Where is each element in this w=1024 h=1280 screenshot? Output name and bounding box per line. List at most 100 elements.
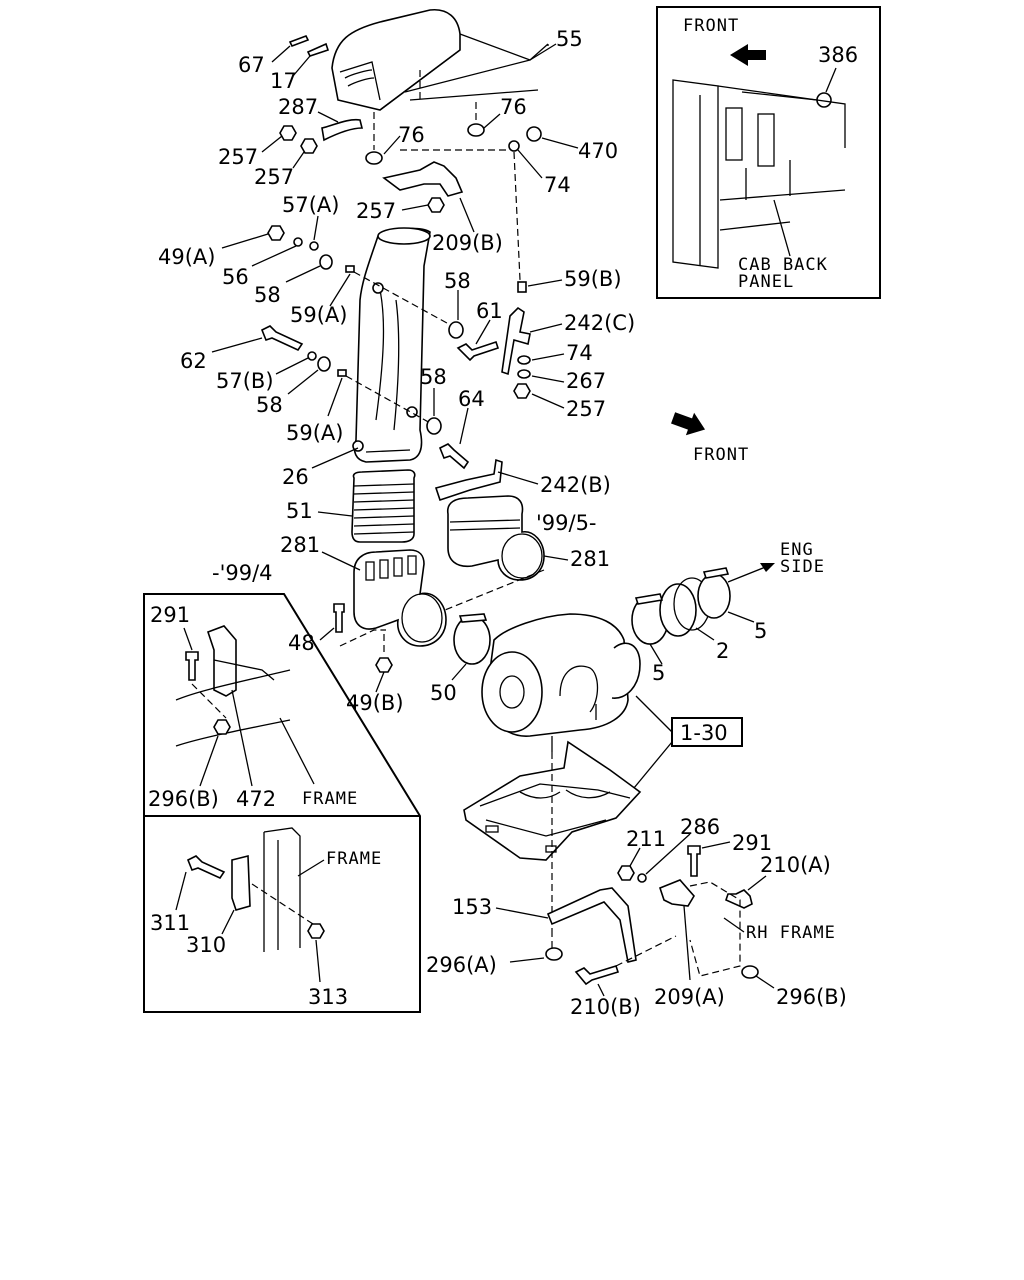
- collar-59b: [517, 281, 527, 293]
- bellows-51: [351, 469, 416, 543]
- callout-57b: 57(B): [216, 369, 274, 393]
- front-arrow-icon: [730, 44, 766, 66]
- nut-211: [617, 865, 635, 881]
- nut-313: [307, 923, 325, 939]
- panel-label: PANEL: [738, 272, 794, 292]
- callout-55: 55: [556, 27, 583, 51]
- inset-callout-313: 313: [308, 985, 348, 1009]
- callout-211: 211: [626, 827, 666, 851]
- hose-2: [659, 583, 697, 637]
- callout-209b: 209(B): [432, 231, 503, 255]
- bolt-61: [456, 340, 500, 362]
- date-new: '99/5-: [536, 511, 597, 535]
- callout-257-d: 257: [566, 397, 606, 421]
- eng-side-indicator: ENG SIDE: [727, 540, 825, 583]
- bushing-58-c: [448, 321, 464, 339]
- inset-callout-296b: 296(B): [148, 787, 219, 811]
- bolt-64: [438, 443, 470, 470]
- grommet-76-a: [365, 151, 383, 165]
- callout-58-d: 58: [420, 365, 447, 389]
- bracket-242c: [501, 306, 531, 376]
- washer-57a: [309, 241, 319, 251]
- callout-257-c: 257: [356, 199, 396, 223]
- bushing-58-d: [426, 417, 442, 435]
- clamp-5-b: [697, 573, 731, 619]
- nut-257-b: [300, 138, 318, 154]
- nut-257-d: [513, 383, 531, 399]
- bolt-210a: [725, 889, 753, 909]
- inset-callout-472: 472: [236, 787, 276, 811]
- callout-74-a: 74: [544, 173, 571, 197]
- front-label-main: FRONT: [693, 445, 749, 465]
- bolt-291-b: [687, 845, 701, 877]
- clamp-50: [453, 615, 491, 665]
- callout-287: 287: [278, 95, 318, 119]
- callout-209a: 209(A): [654, 985, 725, 1009]
- bracket-inset: [206, 625, 237, 697]
- callout-57a: 57(A): [282, 193, 339, 217]
- callout-51: 51: [286, 499, 313, 523]
- grommet-296a: [545, 947, 563, 961]
- bolt-291-inset: [185, 651, 199, 681]
- inset-callout-311: 311: [150, 911, 190, 935]
- callout-49a: 49(A): [158, 245, 215, 269]
- callout-50: 50: [430, 681, 457, 705]
- callout-210b: 210(B): [570, 995, 641, 1019]
- inset-old-bracket: 291 296(B) 472 FRAME: [143, 593, 421, 1013]
- inset-frame-label-top: FRAME: [302, 789, 358, 809]
- grommet-296b-right: [741, 965, 759, 979]
- callout-74-b: 74: [566, 341, 593, 365]
- bolt-48: [333, 603, 345, 633]
- callout-386: 386: [818, 43, 858, 67]
- nut-296b-inset: [213, 719, 231, 735]
- front-label-inset: FRONT: [683, 16, 739, 36]
- side-label: SIDE: [780, 557, 825, 577]
- lockwasher-267: [517, 369, 531, 379]
- nut-49a: [267, 225, 285, 241]
- callout-26: 26: [282, 465, 309, 489]
- eng-side-arrow-icon: [760, 563, 775, 572]
- rh-frame-label: RH FRAME: [746, 923, 836, 943]
- plate-310: [231, 854, 251, 911]
- washer-57b: [307, 351, 317, 361]
- inset-cab-back-panel: FRONT 386 CAB BACK PANEL: [656, 6, 881, 299]
- bolt-62: [260, 325, 304, 352]
- part-17: [306, 42, 330, 57]
- knob-470: [526, 126, 542, 142]
- callout-48: 48: [288, 631, 315, 655]
- elbow-281-old: [353, 549, 447, 647]
- inset-callout-291: 291: [150, 603, 190, 627]
- callout-5-b: 5: [754, 619, 767, 643]
- washer-74-a: [508, 140, 520, 152]
- intake-hood: [331, 9, 557, 111]
- nut-257-c: [427, 197, 445, 213]
- callout-58-b: 58: [256, 393, 283, 417]
- callout-2: 2: [716, 639, 729, 663]
- bracket-153: [546, 887, 637, 963]
- bushing-58-b: [317, 356, 331, 372]
- callout-210a: 210(A): [760, 853, 831, 877]
- callout-61: 61: [476, 299, 503, 323]
- callout-296b-right: 296(B): [776, 985, 847, 1009]
- callout-281-a: 281: [280, 533, 320, 557]
- callout-49b: 49(B): [346, 691, 404, 715]
- callout-296a: 296(A): [426, 953, 497, 977]
- callout-62: 62: [180, 349, 207, 373]
- callout-59b: 59(B): [564, 267, 622, 291]
- callout-59a-a: 59(A): [290, 303, 347, 327]
- nut-257-a: [279, 125, 297, 141]
- callout-58-a: 58: [254, 283, 281, 307]
- callout-281-b: 281: [570, 547, 610, 571]
- part-287: [321, 118, 364, 142]
- callout-5-a: 5: [652, 661, 665, 685]
- inset-frame-label-bottom: FRAME: [326, 849, 382, 869]
- bracket-209a: [659, 879, 695, 907]
- callout-286: 286: [680, 815, 720, 839]
- callout-1-30: 1-30: [680, 721, 728, 745]
- callout-67: 67: [238, 53, 265, 77]
- elbow-281-new: [446, 495, 545, 581]
- collar-59a-a: [345, 265, 355, 273]
- inset-frame-detail: FRAME 311 310 313: [150, 827, 382, 1009]
- callout-257-b: 257: [254, 165, 294, 189]
